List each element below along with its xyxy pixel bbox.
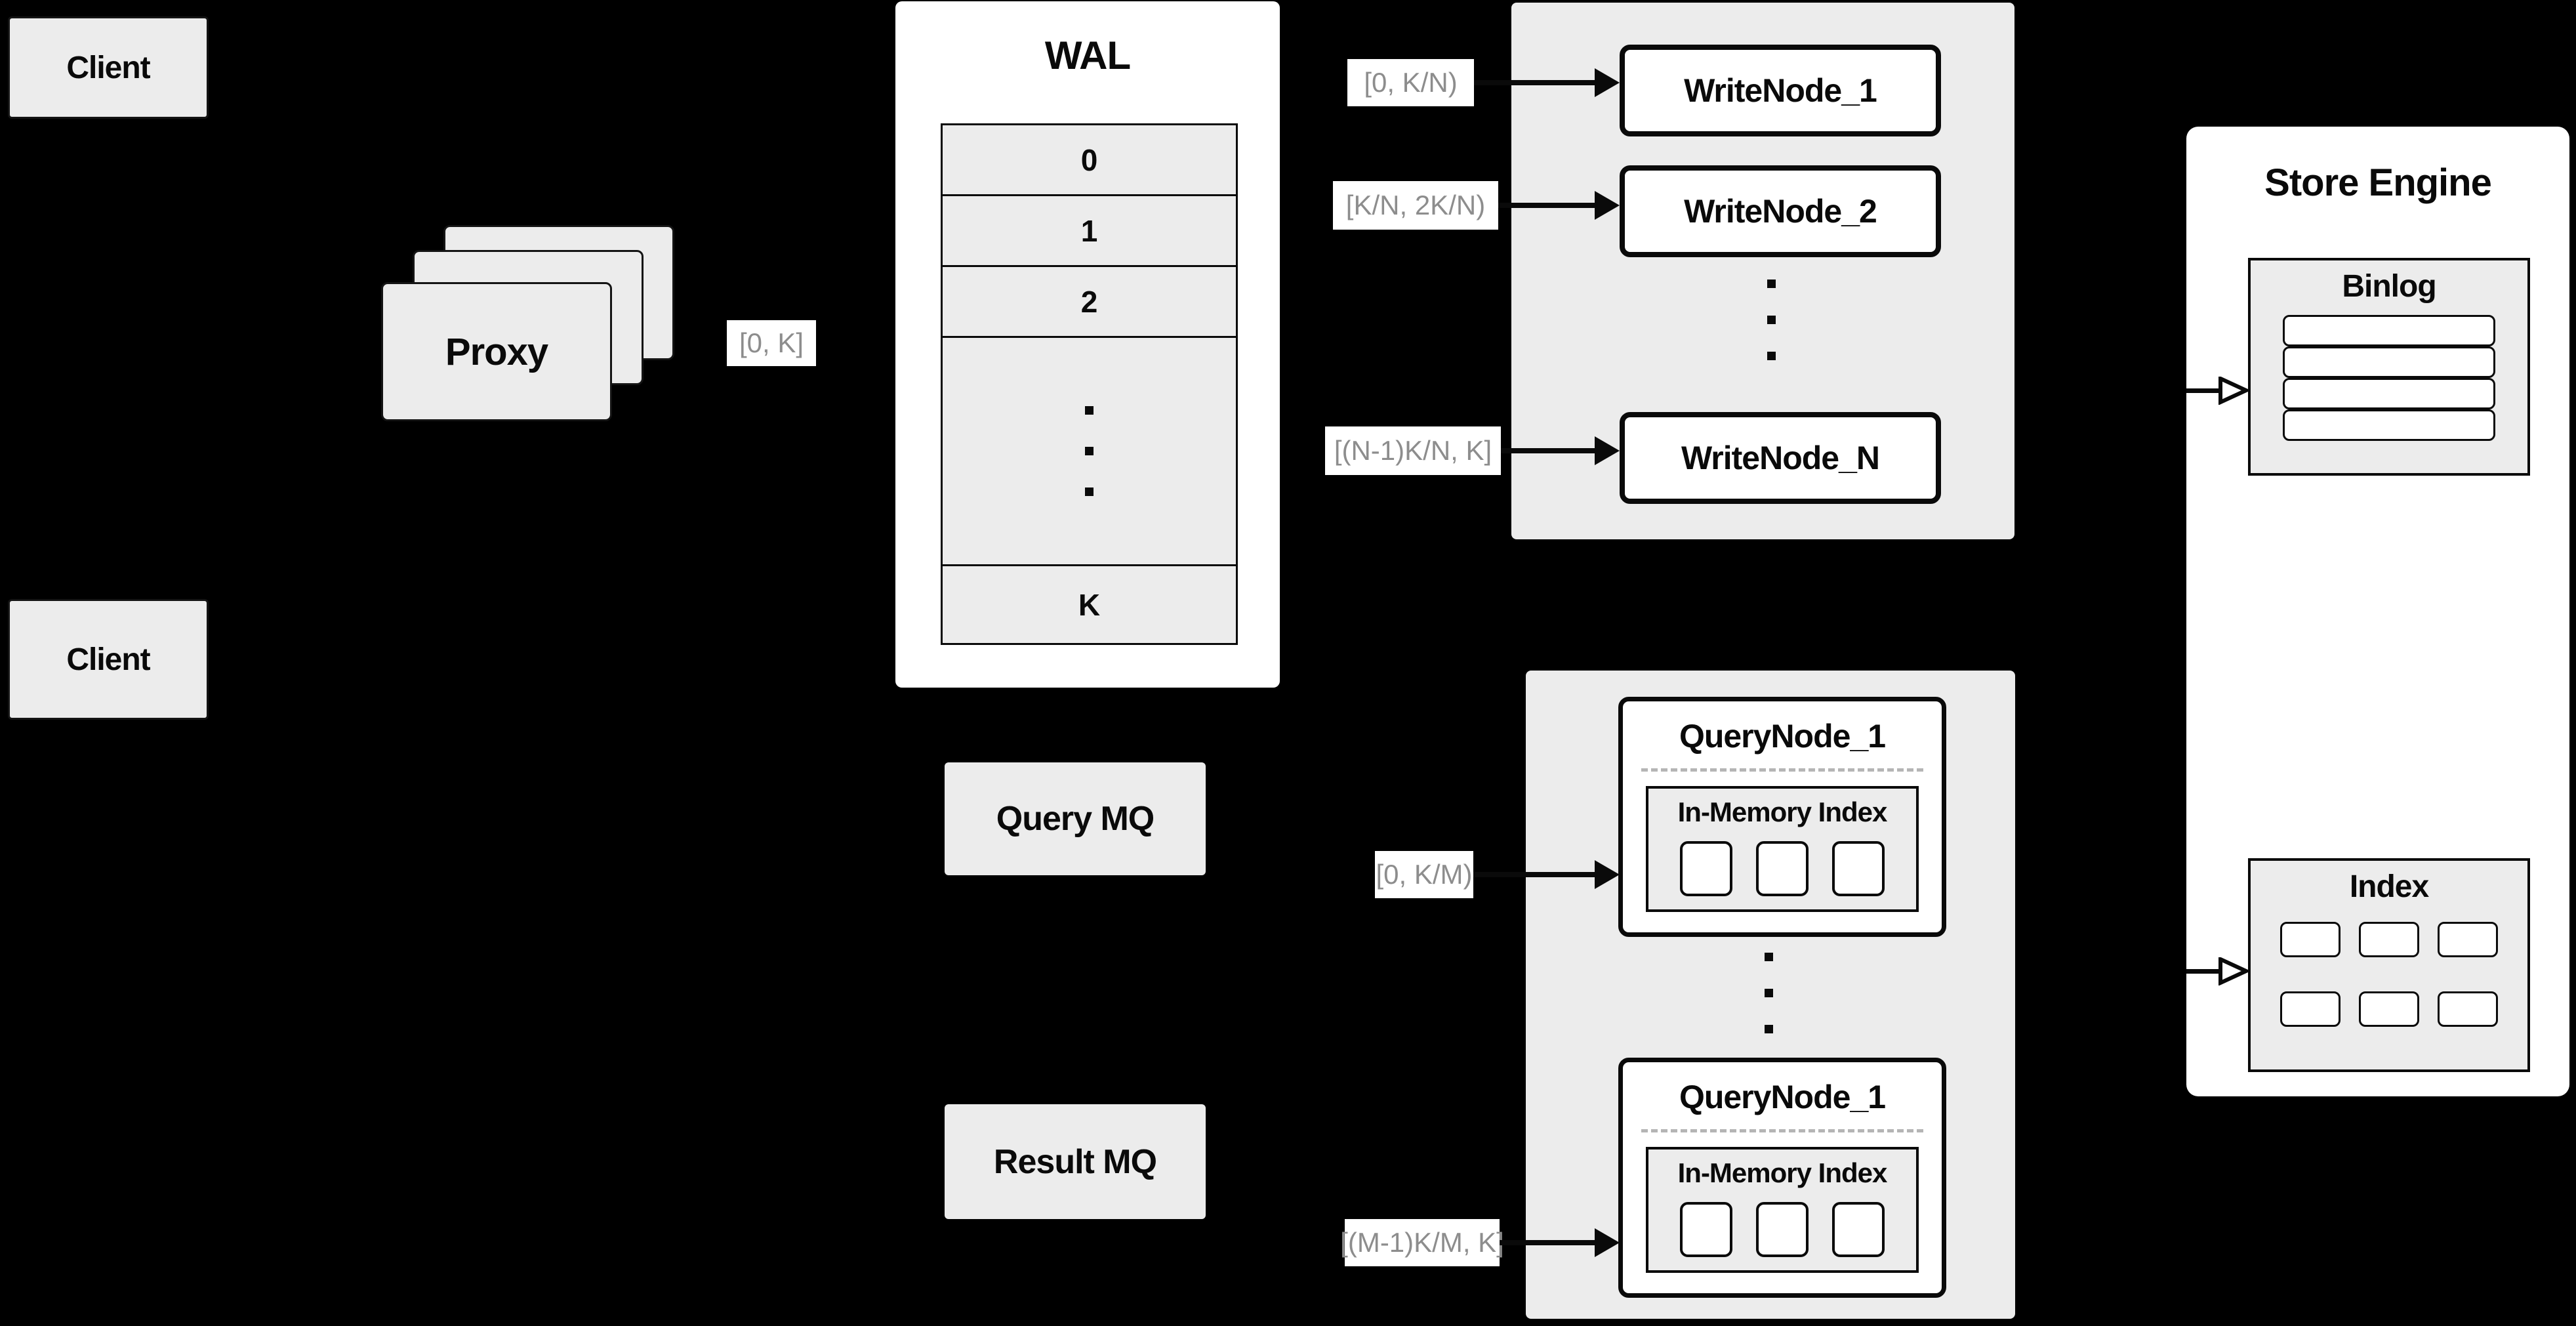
wal-panel: WAL 0 1 2 K xyxy=(895,1,1280,688)
index-cell xyxy=(2359,922,2419,957)
vertical-ellipsis-icon xyxy=(1085,406,1094,496)
wal-log-table: 0 1 2 K xyxy=(941,123,1238,645)
binlog-rows xyxy=(2251,315,2527,441)
range-label-write-node-1: [0, K/N) xyxy=(1347,59,1474,106)
arrowhead-icon xyxy=(1595,860,1620,889)
binlog-row xyxy=(2283,315,2495,346)
index-cell xyxy=(2359,991,2419,1027)
binlog-title: Binlog xyxy=(2342,269,2436,304)
in-memory-index-box: In-Memory Index xyxy=(1646,786,1919,912)
write-node-n: WriteNode_N xyxy=(1620,412,1941,504)
vertical-ellipsis-icon xyxy=(1765,953,1773,1033)
wal-row: 2 xyxy=(943,267,1236,338)
dashed-separator xyxy=(1641,768,1923,772)
arrow-to-write-node-1 xyxy=(1474,80,1596,85)
write-node-1: WriteNode_1 xyxy=(1620,45,1941,136)
result-mq-box: Result MQ xyxy=(945,1104,1206,1219)
range-label-query-node-1: [0, K/M) xyxy=(1375,851,1473,898)
query-node-1: QueryNode_1 In-Memory Index xyxy=(1618,697,1946,937)
client-box-bottom: Client xyxy=(8,599,209,720)
range-label-write-node-2: [K/N, 2K/N) xyxy=(1333,181,1498,230)
open-arrowhead-icon xyxy=(2218,377,2249,405)
index-cell xyxy=(2438,922,2498,957)
segment-cell xyxy=(1680,1202,1732,1257)
arrow-to-query-node-2 xyxy=(1500,1240,1596,1245)
arrow-to-write-node-n xyxy=(1501,448,1596,453)
store-engine-title: Store Engine xyxy=(2264,161,2492,204)
arrowhead-icon xyxy=(1595,191,1620,220)
in-memory-index-box: In-Memory Index xyxy=(1646,1147,1919,1273)
range-label-proxy-to-wal: [0, K] xyxy=(727,320,816,366)
index-box: Index xyxy=(2248,858,2530,1072)
segment-cell xyxy=(1756,1202,1809,1257)
query-node-2: QueryNode_1 In-Memory Index xyxy=(1618,1058,1946,1298)
index-cell xyxy=(2280,922,2341,957)
binlog-row xyxy=(2283,409,2495,441)
binlog-row xyxy=(2283,346,2495,378)
query-mq-box: Query MQ xyxy=(945,762,1206,875)
client-box-top: Client xyxy=(8,16,209,119)
in-memory-index-title: In-Memory Index xyxy=(1677,1157,1888,1188)
segment-cell xyxy=(1680,841,1732,896)
index-cells xyxy=(2280,922,2498,1027)
proxy-card-front: Proxy xyxy=(381,282,612,421)
index-cell xyxy=(2280,991,2341,1027)
index-title: Index xyxy=(2349,869,2429,904)
index-cell xyxy=(2438,991,2498,1027)
query-node-title: QueryNode_1 xyxy=(1679,718,1886,755)
range-label-write-node-n: [(N-1)K/N, K] xyxy=(1325,426,1501,475)
wal-title: WAL xyxy=(1044,33,1131,77)
wal-row: 0 xyxy=(943,125,1236,196)
open-arrowhead-icon xyxy=(2218,957,2249,985)
segment-cell xyxy=(1832,1202,1885,1257)
binlog-row xyxy=(2283,378,2495,409)
query-node-title: QueryNode_1 xyxy=(1679,1079,1886,1115)
arrowhead-icon xyxy=(1595,68,1620,97)
wal-row: 1 xyxy=(943,196,1236,267)
vertical-ellipsis-icon xyxy=(1767,280,1776,360)
range-label-query-node-2: [(M-1)K/M, K] xyxy=(1340,1219,1504,1266)
arrow-to-query-node-1 xyxy=(1473,872,1596,877)
arrow-to-write-node-2 xyxy=(1498,203,1596,208)
segment-cells xyxy=(1648,1202,1916,1257)
wal-ellipsis-row xyxy=(943,338,1236,566)
binlog-box: Binlog xyxy=(2248,258,2530,476)
segment-cell xyxy=(1756,841,1809,896)
write-node-2: WriteNode_2 xyxy=(1620,165,1941,257)
in-memory-index-title: In-Memory Index xyxy=(1677,797,1888,827)
segment-cells xyxy=(1648,841,1916,896)
wal-row: K xyxy=(943,566,1236,643)
arrowhead-icon xyxy=(1595,436,1620,465)
arrow-to-index xyxy=(2186,969,2220,974)
arrowhead-icon xyxy=(1595,1228,1620,1257)
arrow-to-binlog xyxy=(2186,388,2220,393)
dashed-separator xyxy=(1641,1129,1923,1132)
segment-cell xyxy=(1832,841,1885,896)
